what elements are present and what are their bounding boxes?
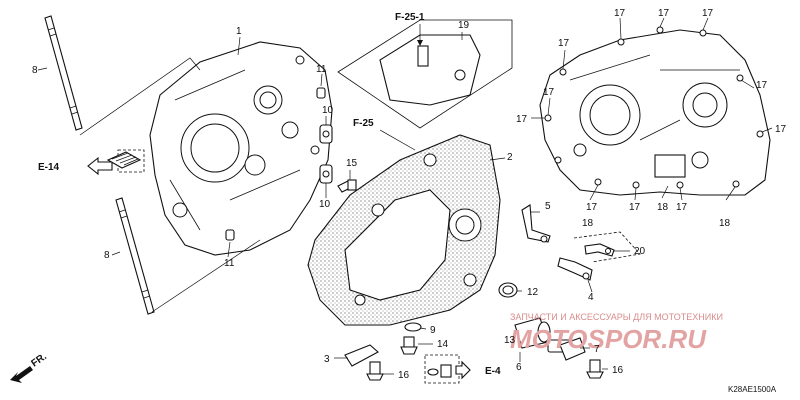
callout-17c: 17 [702,8,714,19]
callout-17e: 17 [543,87,555,98]
f25-1-label: F-25-1 [395,12,425,23]
callouts: 1 2 3 4 5 6 7 8 8 9 10 10 11 11 12 13 14… [32,8,787,381]
callout-19: 19 [458,20,470,31]
direction-label: FR. [29,351,49,369]
callout-6: 6 [516,362,522,373]
front-direction-arrow: FR. [10,351,49,383]
watermark: ЗАПЧАСТИ И АКСЕССУАРЫ ДЛЯ МОТОТЕХНИКИ MO… [510,312,723,354]
stud-bolt-upper [44,15,83,131]
e14-reference[interactable]: E-14 [38,156,113,176]
callout-5: 5 [545,201,551,212]
crankcase-screen-filter [106,151,142,169]
callout-8b: 8 [104,250,110,261]
flange-bolt-16-right [586,359,604,379]
bracket-3 [344,344,379,367]
bracket-20-detail [573,231,641,263]
dowel-pin-lower [225,229,235,241]
callout-17k: 17 [586,202,598,213]
callout-2: 2 [507,152,513,163]
callout-17g: 17 [756,80,768,91]
stopper-plate-7 [559,337,586,361]
callout-17f: 17 [516,114,528,125]
callout-10a: 10 [322,105,334,116]
callout-13: 13 [504,335,516,346]
watermark-logo: MOTOSPOR.RU [510,324,707,354]
callout-20: 20 [634,246,646,257]
bolt-layout-leaders [531,17,773,201]
e4-label: E-4 [485,366,501,377]
flange-bolt-16-left [366,361,384,381]
callout-17a: 17 [614,8,626,19]
callout-17b: 17 [658,8,670,19]
callout-4: 4 [588,292,594,303]
watermark-text: ЗАПЧАСТИ И АКСЕССУАРЫ ДЛЯ МОТОТЕХНИКИ [510,312,723,322]
callout-17d: 17 [558,38,570,49]
e4-reference[interactable]: E-4 [455,360,501,380]
callout-16b: 16 [612,365,624,376]
callout-leaders [37,32,630,375]
mounting-bracket-lower [319,164,333,184]
callout-11b: 11 [224,258,235,269]
stud-bolt-lower [115,197,155,315]
callout-1: 1 [236,26,242,37]
callout-8a: 8 [32,65,38,76]
sealing-washer-9 [404,322,422,332]
callout-7: 7 [594,344,600,355]
callout-11a: 11 [316,64,327,75]
callout-14: 14 [437,339,449,350]
bracket-5 [521,204,551,243]
callout-3: 3 [324,354,330,365]
callout-18b: 18 [657,202,669,213]
callout-18a: 18 [582,218,594,229]
dowel-pin-upper [316,87,326,99]
left-crankcase [149,41,333,256]
oil-filter-bolt [427,364,452,378]
drawing-code: K28AE1500A [728,385,777,394]
flange-bolt-15 [337,179,357,193]
bracket-4 [557,257,593,281]
oil-seal-12 [498,282,518,298]
callout-9: 9 [430,325,436,336]
crankcase-bolt-layout-view [539,26,771,196]
drain-bolt-14 [400,336,418,355]
callout-17h: 17 [775,124,787,135]
callout-18c: 18 [719,218,731,229]
callout-17i: 17 [629,202,641,213]
callout-10b: 10 [319,199,331,210]
callout-17j: 17 [676,202,688,213]
callout-12: 12 [527,287,539,298]
right-crankcase [307,134,501,326]
callout-16a: 16 [398,370,410,381]
f25-reference[interactable]: F-25 [353,118,416,151]
f25-label: F-25 [353,118,374,129]
mounting-bracket-upper [319,124,333,144]
callout-15: 15 [346,158,358,169]
e14-label: E-14 [38,162,60,173]
f25-1-detail-panel: F-25-1 [337,12,513,129]
